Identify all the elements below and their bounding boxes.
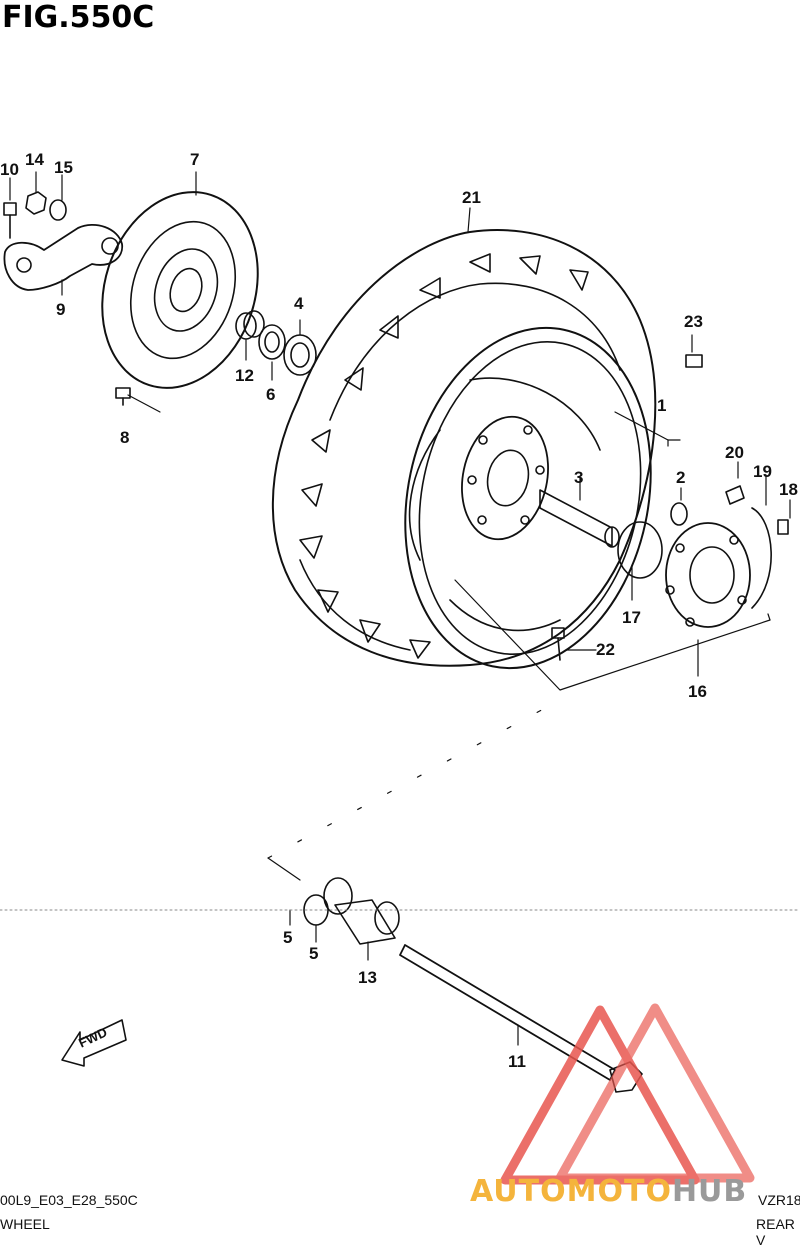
watermark-brand-part1: AUTOMOTO bbox=[470, 1174, 672, 1209]
callout-1: 1 bbox=[657, 396, 667, 415]
brake-disc bbox=[101, 191, 259, 389]
callout-11: 11 bbox=[508, 1052, 526, 1071]
footer-caption-left: WHEEL bbox=[0, 1216, 50, 1232]
callout-4: 4 bbox=[294, 294, 304, 313]
watermark-brand-part2: HUB bbox=[671, 1174, 748, 1209]
callout-20: 20 bbox=[725, 443, 744, 462]
callout-16: 16 bbox=[688, 682, 707, 701]
callout-7: 7 bbox=[190, 150, 200, 169]
watermark-logo-icon bbox=[500, 1003, 755, 1185]
callout-9: 9 bbox=[56, 300, 66, 319]
callout-8: 8 bbox=[120, 428, 130, 447]
callout-23: 23 bbox=[684, 312, 703, 331]
figure-title: FIG.550C bbox=[2, 0, 155, 35]
footer-model: VZR18 bbox=[758, 1192, 800, 1208]
callout-22: 22 bbox=[596, 640, 615, 659]
footer-code: 00L9_E03_E28_550C bbox=[0, 1192, 138, 1208]
callout-13: 13 bbox=[358, 968, 377, 987]
callout-5-a: 5 bbox=[283, 928, 293, 947]
axle-sleeve bbox=[539, 489, 620, 548]
small-parts bbox=[3, 191, 789, 1093]
fwd-arrow-icon bbox=[61, 1019, 127, 1067]
leader-lines bbox=[9, 171, 791, 1046]
callout-5-b: 5 bbox=[309, 944, 319, 963]
callout-15: 15 bbox=[54, 158, 73, 177]
callout-2: 2 bbox=[676, 468, 686, 487]
rear-tire bbox=[271, 229, 657, 667]
watermark-brand: AUTOMOTOHUB bbox=[470, 1174, 747, 1209]
callout-6: 6 bbox=[266, 385, 276, 404]
callout-14: 14 bbox=[25, 150, 44, 169]
caliper-bracket bbox=[3, 223, 123, 291]
callout-12: 12 bbox=[235, 366, 254, 385]
callout-21: 21 bbox=[462, 188, 481, 207]
callout-18: 18 bbox=[779, 480, 798, 499]
callout-19: 19 bbox=[753, 462, 772, 481]
wheel-rim bbox=[404, 326, 652, 670]
callout-17: 17 bbox=[622, 608, 641, 627]
footer-caption-right: REAR V bbox=[756, 1216, 795, 1248]
callout-10: 10 bbox=[0, 160, 19, 179]
callout-3: 3 bbox=[574, 468, 584, 487]
